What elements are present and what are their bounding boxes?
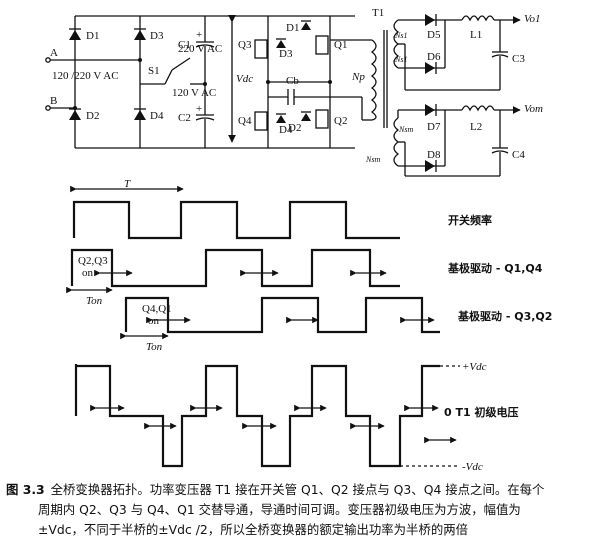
terminal-b xyxy=(45,105,51,111)
cap1-label: C1 xyxy=(178,39,191,51)
voltage-selector: S1 220 V AC 120 V AC + + C1 C2 xyxy=(140,16,222,148)
output-cap-c3: C3 xyxy=(512,53,525,65)
inductor-l1 xyxy=(461,15,495,22)
svg-text:L1: L1 xyxy=(470,29,482,41)
switch-q4: Q4 D4 xyxy=(238,111,293,136)
diode-d5: D5 xyxy=(425,14,441,41)
transformer-label: T1 xyxy=(372,7,384,19)
inductor-l2 xyxy=(461,105,495,112)
timing-diagram: T 开关频率 Q2,Q3 on Ton 基极驱动 - Q1,Q4 Q4,Q1 o… xyxy=(66,180,552,473)
switch-frequency-wave: 开关频率 xyxy=(72,200,492,240)
cap2-label: C2 xyxy=(178,112,191,124)
secondary-winding-m xyxy=(393,117,400,167)
figure-number: 图 3.3 xyxy=(6,482,45,497)
svg-text:D1: D1 xyxy=(86,30,99,42)
svg-text:D5: D5 xyxy=(427,29,441,41)
label-base-drive-1: 基极驱动 - Q1,Q4 xyxy=(447,261,543,275)
vdc-rail: Vdc xyxy=(228,14,355,149)
pulse-on-label-2: on xyxy=(148,315,160,327)
switch-s1-label: S1 xyxy=(148,65,160,77)
svg-text:D2: D2 xyxy=(288,122,301,134)
rect-diode-d2: D2 xyxy=(69,108,99,122)
primary-winding xyxy=(370,39,377,121)
base-drive-q3q2-wave: Q4,Q1 on Ton 基极驱动 - Q3,Q2 xyxy=(120,296,552,353)
label-primary-zero: 0 T1 初级电压 xyxy=(444,405,518,419)
switch-q1: D1 Q1 xyxy=(286,20,347,55)
svg-text:D6: D6 xyxy=(427,51,441,63)
primary-voltage-wave: +Vdc 0 T1 初级电压 -Vdc xyxy=(74,361,518,473)
label-switch-freq: 开关频率 xyxy=(448,213,492,227)
svg-text:D4: D4 xyxy=(150,110,164,122)
input-b-label: B xyxy=(50,95,57,107)
rectifier-bridge: D1 D2 D3 D4 xyxy=(69,15,235,149)
svg-text:Nsm: Nsm xyxy=(365,155,380,164)
svg-text:+: + xyxy=(196,29,202,41)
svg-text:D2: D2 xyxy=(86,110,99,122)
svg-text:D8: D8 xyxy=(427,149,441,161)
period-marker: T xyxy=(70,180,184,193)
output-m-label: Vom xyxy=(524,103,543,115)
switch-voltage-label: 120 V AC xyxy=(172,87,216,99)
rect-diode-d3: D3 xyxy=(134,28,164,42)
diode-d8: D8 xyxy=(425,149,441,172)
pulse-on-label-1: on xyxy=(82,267,94,279)
label-base-drive-2: 基极驱动 - Q3,Q2 xyxy=(457,309,552,323)
caption-line-3: ±Vdc，不同于半桥的±Vdc /2，所以全桥变换器的额定输出功率为半桥的两倍 xyxy=(38,522,469,537)
terminal-a xyxy=(45,57,51,63)
switch-q3: Q3 D3 xyxy=(238,38,293,60)
svg-text:+: + xyxy=(196,103,202,115)
h-bridge: Cb Q3 D3 D1 Q1 Q4 D4 D2 xyxy=(238,16,362,148)
pulse-q4q1-label: Q4,Q1 xyxy=(142,303,172,315)
input-a-label: A xyxy=(50,47,58,59)
full-bridge-schematic: A B 120 /220 V AC D1 D2 D3 D4 xyxy=(45,7,543,177)
svg-text:L2: L2 xyxy=(470,121,482,133)
diode-d6: D6 xyxy=(425,51,441,74)
rect-diode-d1: D1 xyxy=(69,28,99,42)
pulse-q2q3-label: Q2,Q3 xyxy=(78,255,108,267)
ton-label-1: Ton xyxy=(86,295,103,307)
rect-diode-d4: D4 xyxy=(134,108,164,122)
output-stage-1: D5 D6 L1 Vo1 C3 xyxy=(398,13,541,91)
input-voltage-label: 120 /220 V AC xyxy=(52,70,119,82)
svg-text:Q1: Q1 xyxy=(334,39,347,51)
svg-text:Ns1: Ns1 xyxy=(394,55,407,64)
label-plus-vdc: +Vdc xyxy=(462,361,487,373)
svg-text:Q3: Q3 xyxy=(238,39,252,51)
caption-line-2: 周期内 Q2、Q3 与 Q4、Q1 交替导通，导通时间可调。变压器初级电压为方波… xyxy=(38,502,521,517)
switch-s1 xyxy=(171,57,191,71)
svg-text:Nsm: Nsm xyxy=(398,125,413,134)
svg-text:Q2: Q2 xyxy=(334,115,347,127)
label-minus-vdc: -Vdc xyxy=(462,461,483,473)
svg-text:D1: D1 xyxy=(286,22,299,34)
period-label: T xyxy=(124,180,131,190)
output-stage-m: D7 D8 L2 Vom C4 xyxy=(397,103,543,177)
blocking-cap-label: Cb xyxy=(286,75,299,87)
primary-label: Np xyxy=(351,71,365,83)
output-1-label: Vo1 xyxy=(524,13,541,25)
svg-text:Q4: Q4 xyxy=(238,115,252,127)
output-cap-c4: C4 xyxy=(512,149,525,161)
switch-q2: D2 Q2 xyxy=(288,109,347,134)
ac-input: A B 120 /220 V AC xyxy=(45,47,140,111)
svg-text:D4: D4 xyxy=(279,124,293,136)
base-drive-q1q4-wave: Q2,Q3 on Ton 基极驱动 - Q1,Q4 xyxy=(66,248,543,307)
svg-text:D3: D3 xyxy=(150,30,164,42)
svg-text:Ns1: Ns1 xyxy=(394,31,407,40)
ton-label-2: Ton xyxy=(146,341,163,353)
vdc-label: Vdc xyxy=(236,73,253,85)
transformer-t1: T1 Np Ns1 Ns1 Nsm Nsm xyxy=(330,7,413,167)
svg-text:D7: D7 xyxy=(427,121,441,133)
svg-text:D3: D3 xyxy=(279,48,293,60)
diode-d7: D7 xyxy=(425,104,441,133)
